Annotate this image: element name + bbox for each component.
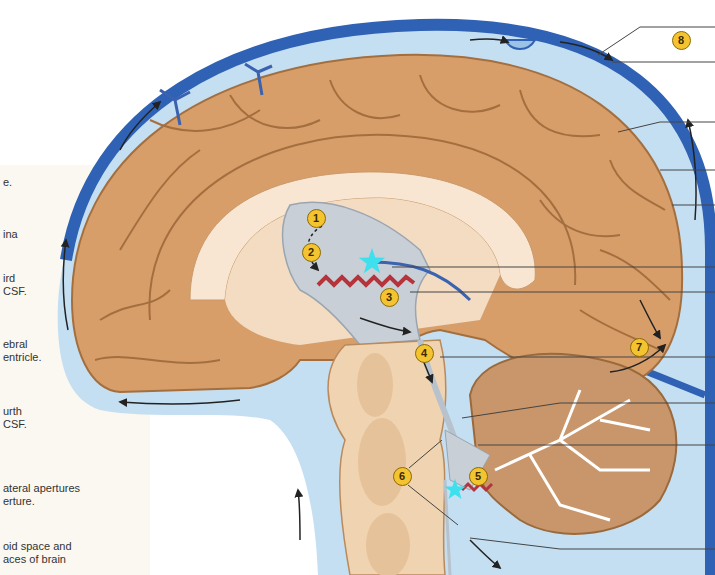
leader-line [618,122,715,132]
callout-number: 1 [313,213,319,224]
side-note: oid space and aces of brain [3,540,91,566]
fourth-ventricle [445,430,490,490]
csf-flow-arrows [63,39,696,568]
pons-pattern [357,353,393,417]
choroid-plexus [318,277,414,285]
leader-line [660,170,715,171]
branch [530,455,610,520]
callout-number: 4 [421,348,427,359]
side-note: ird CSF. [3,272,35,298]
callout-number: 2 [308,247,314,258]
cyan-star [444,479,465,499]
side-note: e. [3,176,63,189]
cerebral-aqueduct [420,340,455,440]
flow-arrow [470,540,500,568]
sulcus [120,150,200,250]
flow-arrow [640,300,660,338]
callout-circle: 1 [307,209,326,228]
vein [245,64,272,95]
callout-circle: 5 [469,467,488,486]
flow-arrow [470,39,508,42]
sulcus [100,290,170,320]
branch [600,420,650,430]
side-note: ateral apertures erture. [3,482,107,508]
central-canal [445,480,450,575]
leader-line [598,27,715,55]
callout-circle: 2 [302,243,321,262]
sulcus [330,80,400,118]
sulcus [420,75,500,112]
sulcus [520,90,600,136]
dura-sinus-band [66,25,711,575]
cerebrum [72,55,682,392]
flow-arrow [63,240,68,330]
ventricles [283,202,430,345]
callout-circle: 8 [672,31,691,50]
callout-circle: 4 [415,344,434,363]
cyan-star [359,248,386,273]
callout-circle: 6 [393,467,412,486]
leader-line [478,445,715,446]
flow-arrow [360,318,410,332]
callout-number: 6 [399,471,405,482]
leader-line [470,538,715,549]
branch [560,390,580,440]
sulcus [610,160,665,210]
leader-line [409,440,442,468]
arachnoid-granulation [505,40,535,49]
cerebellum [470,354,676,534]
leader-line [410,292,715,293]
subarachnoid-space [58,22,715,575]
surface-veins [160,64,272,125]
leader-line [392,267,715,268]
leader-line [440,357,715,358]
callout-circle: 7 [630,338,649,357]
flow-arrow [120,102,160,150]
callout-number: 5 [475,471,481,482]
vein [160,90,190,125]
side-note: ina [3,228,63,241]
flow-arrow [120,400,240,404]
side-note: ebral entricle. [3,338,55,364]
sulcus [95,357,220,363]
sulci [95,75,670,363]
sulcus [230,95,320,128]
callout-number: 3 [386,292,392,303]
medulla-pattern [366,513,410,575]
callout-number: 8 [678,35,684,46]
flow-arrow [298,490,300,540]
callout-number: 7 [636,342,642,353]
leader-line [462,403,715,418]
callout-circle: 3 [380,288,399,307]
pons-pattern [358,418,406,506]
side-note: urth CSF. [3,405,35,431]
leader-line [672,205,715,206]
diencephalon [225,198,500,345]
leader-line [612,62,715,63]
leader-lines [392,27,715,549]
